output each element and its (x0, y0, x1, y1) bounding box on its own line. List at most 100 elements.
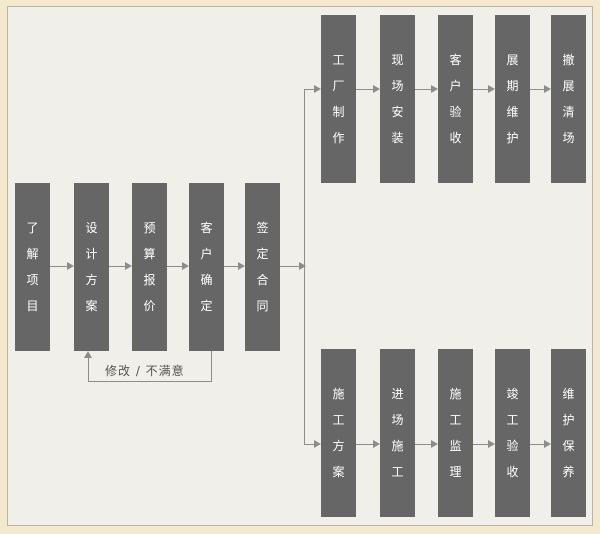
arrowhead (314, 440, 321, 448)
box-char: 户 (200, 247, 213, 261)
box-char: 养 (562, 465, 575, 479)
step-teardown-cleanup: 撤展清场 (551, 15, 586, 183)
step-maintenance-upkeep: 维护保养 (551, 349, 586, 517)
connector-line (415, 89, 431, 90)
box-char: 清 (562, 105, 575, 119)
box-char: 验 (506, 439, 519, 453)
connector-line (415, 444, 431, 445)
box-char: 验 (449, 105, 462, 119)
box-char: 客 (200, 221, 213, 235)
connector-line (167, 266, 182, 267)
box-char: 装 (391, 131, 404, 145)
feedback-loop-line (211, 351, 212, 382)
box-char: 安 (391, 105, 404, 119)
step-onsite-install: 现场安装 (380, 15, 415, 183)
connector-line (304, 89, 314, 90)
box-char: 理 (449, 465, 462, 479)
feedback-loop-line (88, 358, 89, 382)
box-char: 签 (256, 221, 269, 235)
box-char: 护 (562, 413, 575, 427)
box-char: 了 (26, 221, 39, 235)
box-char: 定 (256, 247, 269, 261)
arrowhead (431, 85, 438, 93)
box-char: 收 (449, 131, 462, 145)
box-char: 报 (143, 273, 156, 287)
box-char: 方 (332, 439, 345, 453)
box-char: 施 (449, 387, 462, 401)
box-char: 场 (391, 413, 404, 427)
box-char: 工 (449, 413, 462, 427)
connector-line (280, 266, 299, 267)
box-char: 展 (562, 79, 575, 93)
box-char: 解 (26, 247, 39, 261)
step-construction-supervision: 施工监理 (438, 349, 473, 517)
connector-line (109, 266, 125, 267)
box-char: 案 (85, 299, 98, 313)
feedback-loop-line (88, 381, 212, 382)
step-budget-quote: 预算报价 (132, 183, 167, 351)
box-char: 价 (143, 299, 156, 313)
box-char: 算 (143, 247, 156, 261)
box-char: 现 (391, 53, 404, 67)
box-char: 方 (85, 273, 98, 287)
box-char: 施 (391, 439, 404, 453)
arrowhead (299, 262, 306, 270)
connector-line (473, 444, 488, 445)
arrowhead (544, 85, 551, 93)
box-char: 确 (200, 273, 213, 287)
arrowhead (373, 85, 380, 93)
step-exhibition-maintenance: 展期维护 (495, 15, 530, 183)
box-char: 期 (506, 79, 519, 93)
box-char: 工 (506, 413, 519, 427)
box-char: 撤 (562, 53, 575, 67)
box-char: 护 (506, 131, 519, 145)
step-enter-site-construction: 进场施工 (380, 349, 415, 517)
box-char: 户 (449, 79, 462, 93)
arrowhead (67, 262, 74, 270)
box-char: 施 (332, 387, 345, 401)
box-char: 同 (256, 299, 269, 313)
arrowhead (182, 262, 189, 270)
box-char: 展 (506, 53, 519, 67)
box-char: 竣 (506, 387, 519, 401)
connector-line (224, 266, 238, 267)
box-char: 厂 (332, 79, 345, 93)
arrowhead (544, 440, 551, 448)
box-char: 项 (26, 273, 39, 287)
box-char: 预 (143, 221, 156, 235)
arrowhead (314, 85, 321, 93)
arrowhead (238, 262, 245, 270)
branch-trunk-line (304, 89, 305, 445)
step-sign-contract: 签定合同 (245, 183, 280, 351)
arrowhead (431, 440, 438, 448)
box-char: 场 (391, 79, 404, 93)
box-char: 场 (562, 131, 575, 145)
connector-line (530, 89, 544, 90)
step-factory-production: 工厂制作 (321, 15, 356, 183)
connector-line (530, 444, 544, 445)
box-char: 维 (562, 387, 575, 401)
box-char: 工 (332, 53, 345, 67)
box-char: 定 (200, 299, 213, 313)
connector-line (50, 266, 67, 267)
step-client-confirm: 客户确定 (189, 183, 224, 351)
box-char: 保 (562, 439, 575, 453)
box-char: 收 (506, 465, 519, 479)
box-char: 设 (85, 221, 98, 235)
step-construction-plan: 施工方案 (321, 349, 356, 517)
arrowhead (373, 440, 380, 448)
box-char: 工 (391, 465, 404, 479)
step-design-plan: 设计方案 (74, 183, 109, 351)
arrowhead (84, 351, 92, 358)
box-char: 目 (26, 299, 39, 313)
step-understand-project: 了解项目 (15, 183, 50, 351)
box-char: 制 (332, 105, 345, 119)
feedback-loop-label: 修改 / 不满意 (103, 362, 187, 379)
arrowhead (488, 440, 495, 448)
box-char: 合 (256, 273, 269, 287)
connector-line (356, 89, 373, 90)
box-char: 工 (332, 413, 345, 427)
box-char: 作 (332, 131, 345, 145)
box-char: 计 (85, 247, 98, 261)
arrowhead (488, 85, 495, 93)
